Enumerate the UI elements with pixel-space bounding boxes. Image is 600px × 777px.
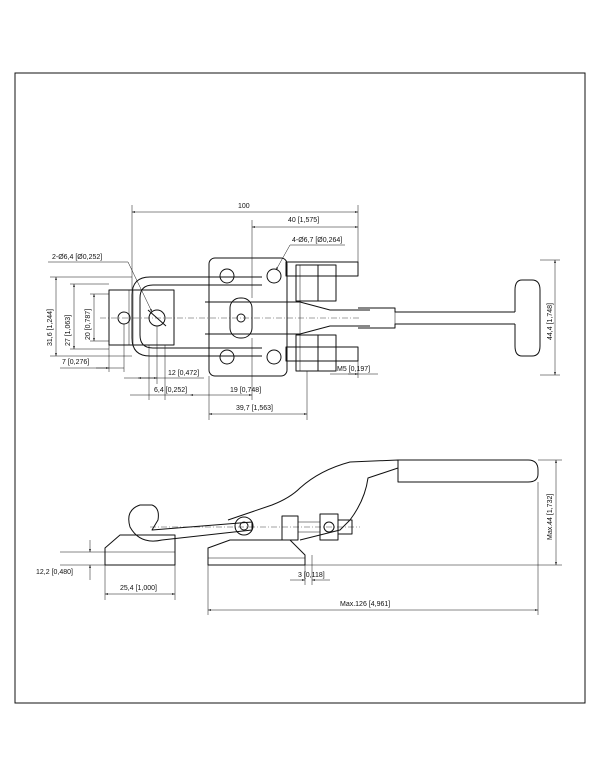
linkage-arms xyxy=(205,301,370,335)
dim-12: 12 [0,472] xyxy=(168,370,199,377)
mount-hole-icon xyxy=(219,349,235,365)
stud-upper xyxy=(285,261,359,277)
dim-27: 27 [1,063] xyxy=(65,315,72,346)
handle-grip xyxy=(397,459,539,483)
drawing-frame xyxy=(14,72,586,704)
dim-19: 19 [0,748] xyxy=(230,387,261,394)
mount-hole-icon xyxy=(266,268,282,284)
stud-lower xyxy=(285,346,359,362)
hook-loop xyxy=(131,276,262,357)
nut-side xyxy=(281,515,299,541)
side-view: 12,2 [0,480] 25,4 [1,000] 3 [0,118] Max.… xyxy=(36,459,562,615)
hook-loop-inner xyxy=(139,284,262,349)
body-arm xyxy=(227,459,399,541)
pivot-block xyxy=(229,297,253,339)
mount-hole-icon xyxy=(266,349,282,365)
dim-max-44: Max.44 [1,732] xyxy=(547,494,554,540)
pivot-icon xyxy=(234,516,254,536)
dim-3: 3 [0,118] xyxy=(298,572,325,579)
dim-m5: M5 [0,197] xyxy=(337,366,370,373)
dim-2-holes: 2-Ø6,4 [Ø0,252] xyxy=(52,254,102,261)
dim-20: 20 [0,787] xyxy=(85,309,92,340)
base-plate-side xyxy=(207,539,306,566)
strike-plate-rib xyxy=(128,289,134,346)
handle-shaft xyxy=(358,307,515,329)
mount-hole-icon xyxy=(219,268,235,284)
hook-side xyxy=(128,504,253,542)
dim-40: 40 [1,575] xyxy=(288,217,319,224)
dim-44-4: 44,4 [1,748] xyxy=(547,303,554,340)
t-handle xyxy=(514,279,541,357)
top-view: 100 40 [1,575] 4-Ø6,7 [Ø0,264] 2-Ø6,4 [Ø… xyxy=(47,203,560,420)
dim-4-holes: 4-Ø6,7 [Ø0,264] xyxy=(292,237,342,244)
strike-plate-top xyxy=(108,289,175,346)
dim-12-2: 12,2 [0,480] xyxy=(36,569,73,576)
nut-lower xyxy=(295,334,319,372)
dim-6-4: 6,4 [0,252] xyxy=(154,387,187,394)
dim-25-4: 25,4 [1,000] xyxy=(120,585,157,592)
dim-39-7: 39,7 [1,563] xyxy=(236,405,273,412)
dim-7: 7 [0,276] xyxy=(62,359,89,366)
dim-31-6: 31,6 [1,244] xyxy=(47,309,54,346)
base-plate-top xyxy=(208,257,288,377)
dim-max-126: Max.126 [4,961] xyxy=(340,601,390,608)
nut-upper xyxy=(295,264,319,302)
dim-100: 100 xyxy=(238,203,250,210)
